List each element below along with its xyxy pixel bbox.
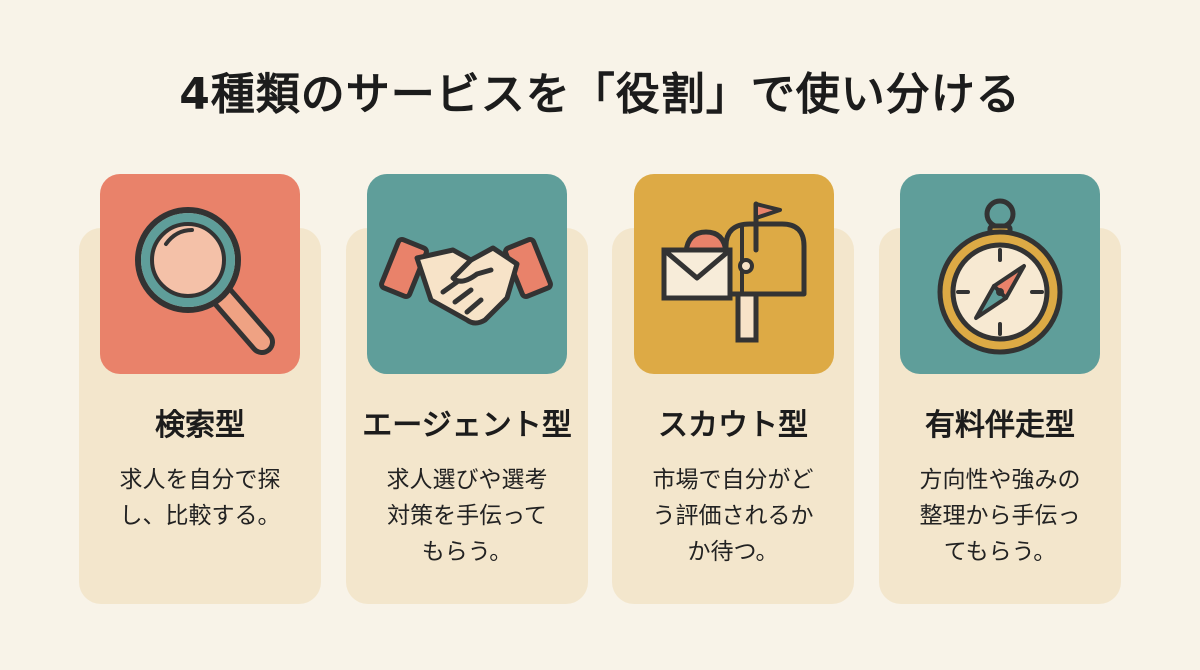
desc-line: う評価されるか xyxy=(652,503,814,529)
agent-icon-tile xyxy=(367,174,567,374)
desc-line: 対策を手伝って xyxy=(387,503,547,529)
compass-icon xyxy=(937,198,1063,355)
desc-line: 方向性や強みの xyxy=(919,467,1081,493)
desc-line: てもらう。 xyxy=(943,539,1057,565)
desc-line: 求人選びや選考 xyxy=(386,467,548,493)
service-desc-paid: 方向性や強みの 整理から手伝っ てもらう。 xyxy=(879,462,1121,570)
service-desc-search: 求人を自分で探 し、比較する。 xyxy=(79,462,321,534)
scout-icon-tile xyxy=(634,174,834,374)
desc-line: 整理から手伝っ xyxy=(919,503,1081,529)
page-title: 4種類のサービスを「役割」で使い分ける xyxy=(179,69,1021,120)
desc-line: か待つ。 xyxy=(687,539,779,565)
service-name-agent: エージェント型 xyxy=(362,408,572,443)
search-icon-tile xyxy=(100,174,300,374)
service-name-scout: スカウト型 xyxy=(658,408,808,443)
desc-line: 市場で自分がど xyxy=(652,467,814,493)
handshake-icon xyxy=(379,236,553,326)
desc-line: 求人を自分で探 xyxy=(119,467,281,493)
service-name-search: 検索型 xyxy=(155,408,245,443)
desc-line: し、比較する。 xyxy=(119,503,281,529)
magnifier-icon xyxy=(135,207,275,355)
paid-icon-tile xyxy=(900,174,1100,374)
mailbox-icon xyxy=(661,201,807,343)
desc-line: もらう。 xyxy=(421,539,513,565)
service-name-paid: 有料伴走型 xyxy=(925,408,1075,443)
service-desc-agent: 求人選びや選考 対策を手伝って もらう。 xyxy=(346,462,588,570)
service-desc-scout: 市場で自分がど う評価されるか か待つ。 xyxy=(612,462,854,570)
